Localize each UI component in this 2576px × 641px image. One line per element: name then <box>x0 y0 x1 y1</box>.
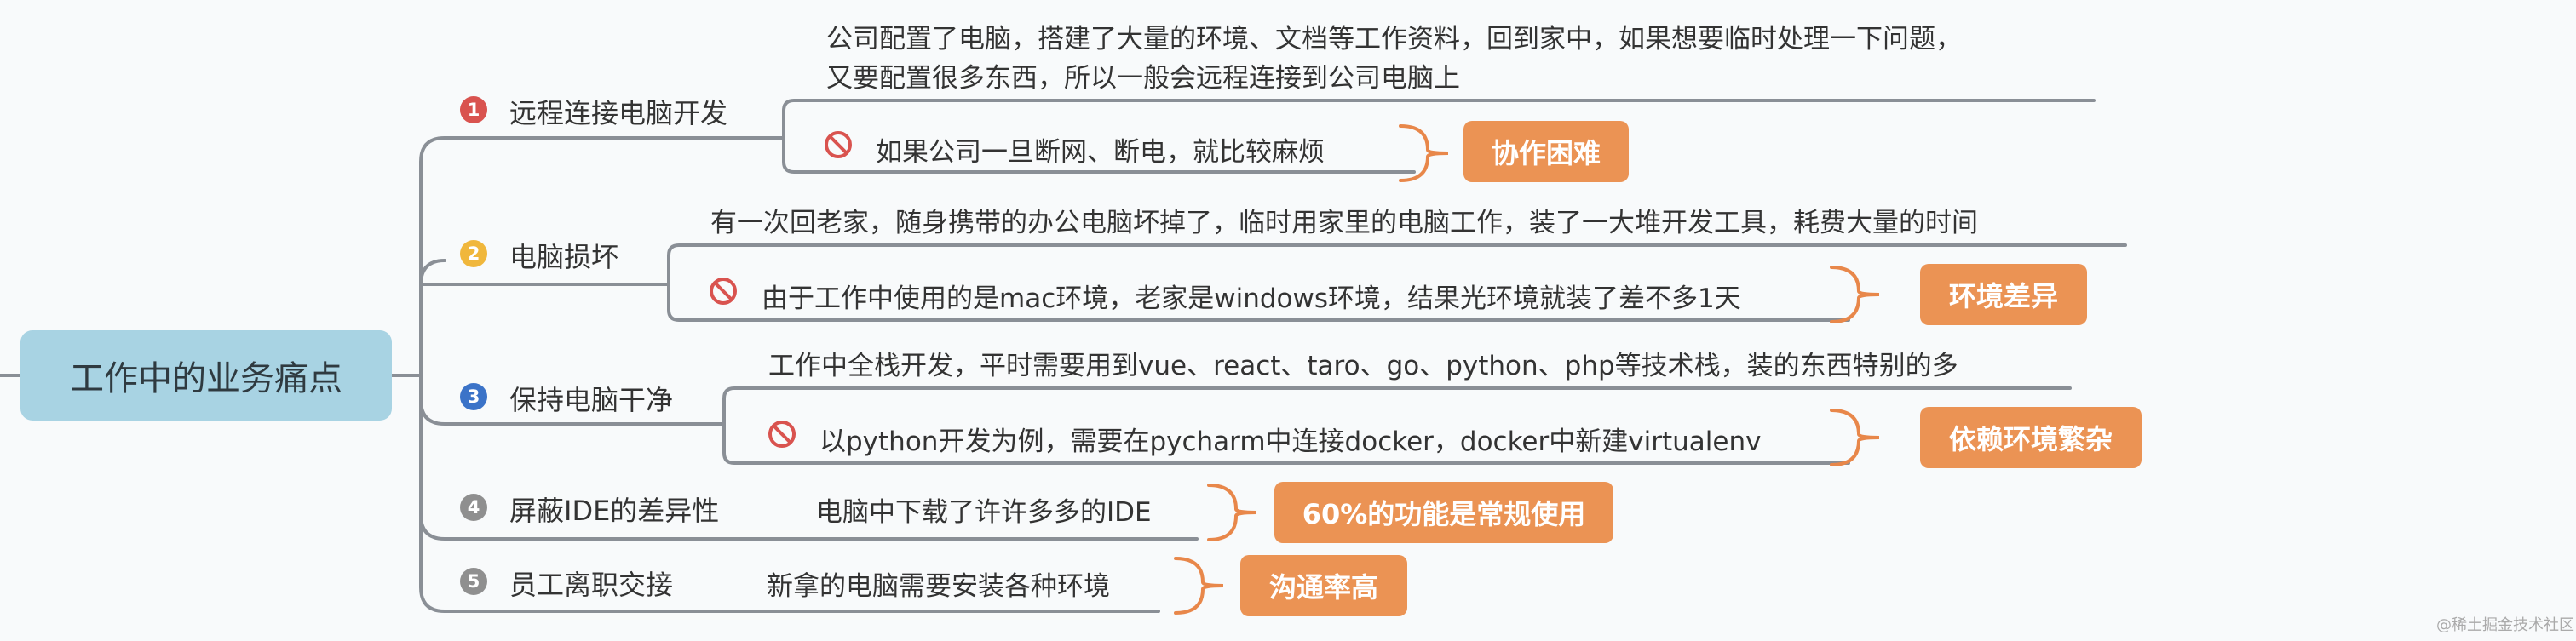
branch-3-tag[interactable]: 依赖环境繁杂 <box>1920 407 2142 468</box>
branch-1-issue-line <box>782 136 1416 174</box>
number-1-icon: 1 <box>460 96 487 123</box>
branch-3-label[interactable]: 保持电脑干净 <box>509 384 674 416</box>
branch-3-issue: 以python开发为例，需要在pycharm中连接docker，docker中新… <box>819 426 1762 457</box>
warning-icon <box>710 278 737 305</box>
branch-2-desc-line <box>667 243 2127 286</box>
root-node[interactable]: 工作中的业务痛点 <box>20 330 392 421</box>
brace-5 <box>1174 557 1224 615</box>
branch-3-underline <box>419 398 726 426</box>
branch-2-issue-line <box>667 283 1850 322</box>
brace-3 <box>1830 409 1880 466</box>
branch-4-detail: 电脑中下载了许许多多的IDE <box>816 497 1152 528</box>
number-5-icon: 5 <box>460 568 487 595</box>
branch-2-description: 有一次回老家，随身携带的办公电脑坏掉了，临时用家里的电脑工作，装了一大堆开发工具… <box>710 208 1978 238</box>
branch-1-label[interactable]: 远程连接电脑开发 <box>509 97 728 129</box>
branch-1-issue: 如果公司一旦断网、断电，就比较麻烦 <box>876 137 1325 168</box>
root-label: 工作中的业务痛点 <box>70 359 342 398</box>
branch-1-description-line-2: 又要配置很多东西，所以一般会远程连接到公司电脑上 <box>826 63 1460 94</box>
brace-2 <box>1830 266 1880 323</box>
branch-4-underline <box>419 513 743 541</box>
branch-1-tag[interactable]: 协作困难 <box>1463 121 1629 182</box>
branch-5-label[interactable]: 员工离职交接 <box>509 569 674 601</box>
branch-4-label[interactable]: 屏蔽IDE的差异性 <box>509 495 720 527</box>
branch-3-issue-line <box>722 422 1850 465</box>
number-4-icon: 4 <box>460 494 487 521</box>
branch-1-description-line-1: 公司配置了电脑，搭建了大量的环境、文档等工作资料，回到家中，如果想要临时处理一下… <box>826 24 1962 54</box>
number-3-icon: 3 <box>460 383 487 410</box>
trunk-line <box>419 136 446 613</box>
brace-4 <box>1207 484 1257 541</box>
branch-3-desc-line <box>722 386 2072 426</box>
warning-icon <box>768 421 796 448</box>
number-2-icon: 2 <box>460 240 487 267</box>
branch-2-tag[interactable]: 环境差异 <box>1920 264 2087 325</box>
branch-3-description: 工作中全栈开发，平时需要用到vue、react、taro、go、python、p… <box>768 351 1958 381</box>
branch-2-issue: 由于工作中使用的是mac环境，老家是windows环境，结果光环境就装了差不多1… <box>762 283 1741 314</box>
branch-4-tag[interactable]: 60%的功能是常规使用 <box>1274 482 1613 543</box>
branch-1-desc-line <box>782 99 2096 140</box>
branch-5-detail: 新拿的电脑需要安装各种环境 <box>767 571 1110 602</box>
watermark: @稀土掘金技术社区 <box>2436 616 2574 634</box>
brace-1 <box>1399 124 1449 182</box>
branch-5-tag[interactable]: 沟通率高 <box>1240 555 1407 616</box>
branch-2-label[interactable]: 电脑损坏 <box>509 241 619 273</box>
warning-icon <box>825 131 852 158</box>
